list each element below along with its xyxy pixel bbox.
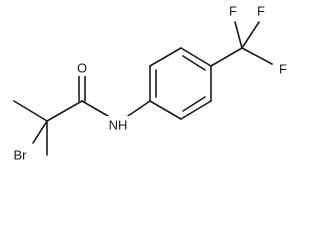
amide-nitrogen-label: NH (109, 118, 128, 133)
bond-nh-to-ring (127, 100, 151, 117)
br-label-backing (6, 146, 32, 164)
bond-cf3-f-right (241, 47, 273, 65)
bond-cf3-f-top-left (234, 21, 243, 49)
ring-bond-2 (149, 47, 182, 67)
oxygen-atom-label: O (77, 61, 87, 76)
nh-label-backing (106, 116, 130, 134)
ring-double-bond-top (182, 55, 206, 71)
bond-methyl-top (13, 100, 48, 122)
ring-bond-5 (180, 100, 212, 120)
molecule-structure: Br O NH F F F (6, 3, 290, 164)
f3-label-backing (276, 61, 290, 77)
bromine-atom-label: Br (14, 148, 28, 163)
fluorine-right-label: F (279, 62, 287, 77)
bond-quaternary-to-carbonyl (46, 100, 83, 122)
ring-double-bond-bottom (182, 96, 206, 112)
bond-carbonyl-to-nh (81, 100, 109, 117)
ring-bond-3 (180, 47, 212, 67)
fluorine-top-right-label: F (257, 4, 265, 19)
bond-quaternary-carbon-to-br (32, 120, 48, 144)
bond-cf3-f-top-right (241, 21, 260, 49)
fluorine-top-left-label: F (229, 4, 237, 19)
o-label-backing (75, 60, 89, 76)
bond-ring-to-cf3 (210, 47, 243, 67)
f2-label-backing (254, 3, 268, 19)
f1-label-backing (226, 3, 240, 19)
ring-bond-6 (149, 100, 182, 120)
